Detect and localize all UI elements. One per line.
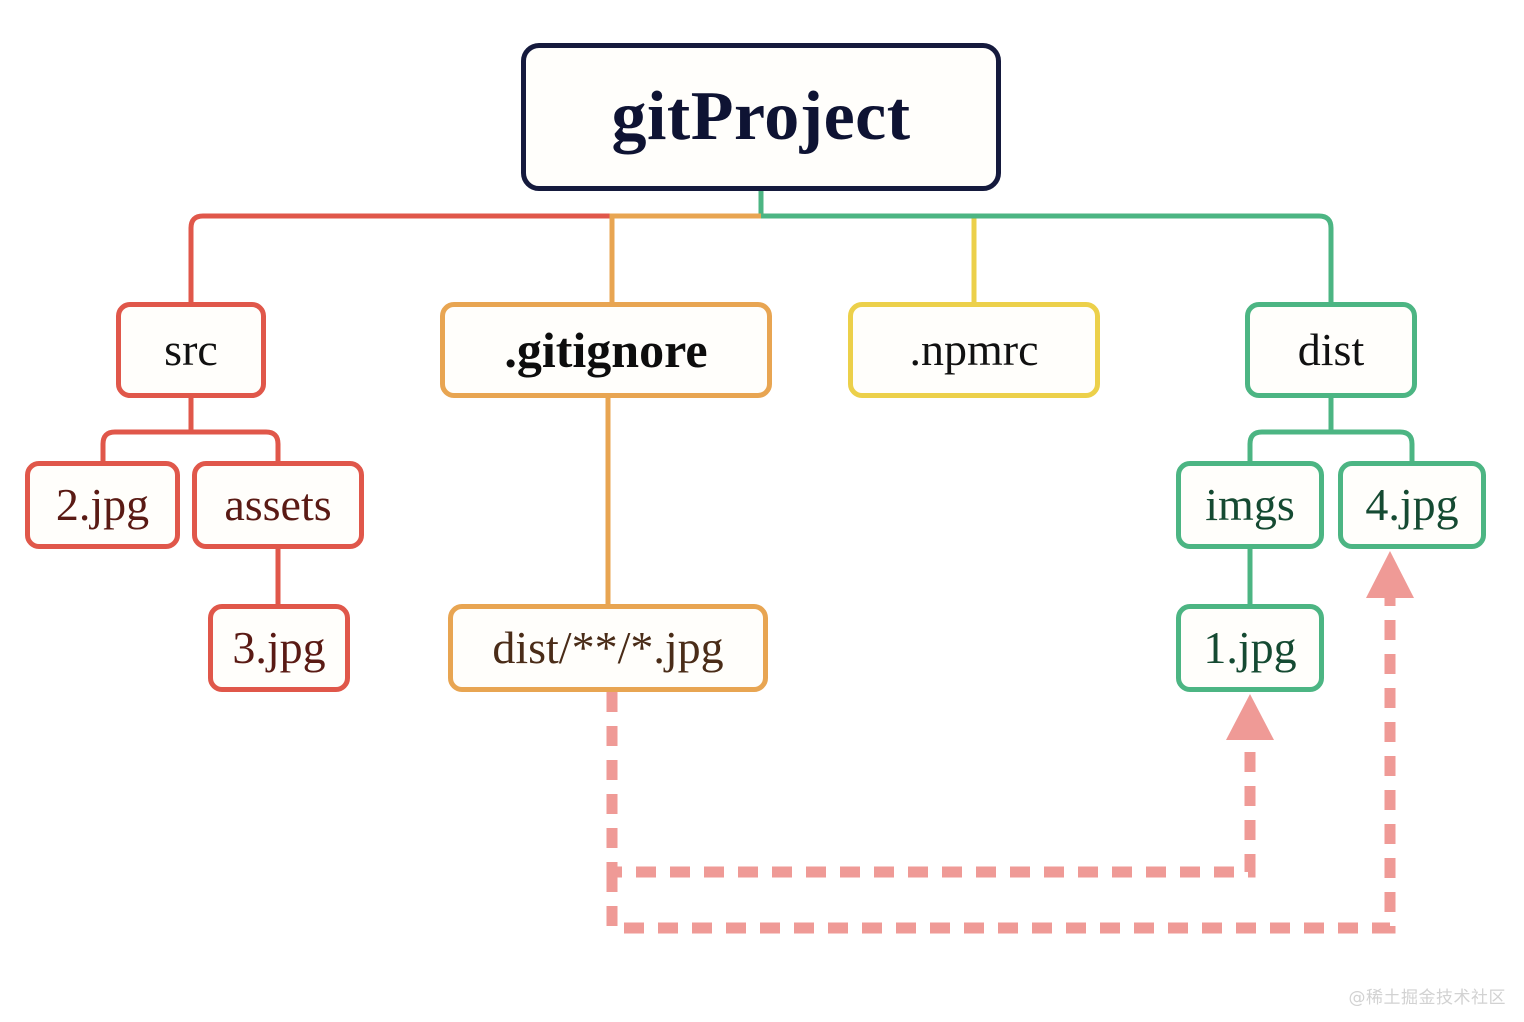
edge-distglob-to-1jpg [606, 692, 1256, 878]
node-gitproject[interactable]: gitProject [521, 43, 1001, 191]
node-label: dist/**/*.jpg [492, 622, 724, 673]
node-4-jpg[interactable]: 4.jpg [1338, 461, 1486, 549]
node-label: 3.jpg [232, 622, 326, 673]
node-gitignore[interactable]: .gitignore [440, 302, 772, 398]
edge-src-to-2jpg [100, 429, 191, 461]
node-label: .gitignore [504, 322, 708, 378]
node-label: 1.jpg [1203, 622, 1297, 673]
node-3-jpg[interactable]: 3.jpg [208, 604, 350, 692]
edge-root-to-dist [761, 213, 1334, 302]
node-1-jpg[interactable]: 1.jpg [1176, 604, 1324, 692]
node-label: .npmrc [909, 324, 1039, 375]
node-dist[interactable]: dist [1245, 302, 1417, 398]
node-npmrc[interactable]: .npmrc [848, 302, 1100, 398]
edge-root-to-gitignore [609, 213, 761, 302]
node-label: dist [1297, 324, 1365, 375]
watermark: @稀土掘金技术社区 [1348, 988, 1506, 1008]
node-label: 2.jpg [55, 479, 150, 530]
node-2-jpg[interactable]: 2.jpg [25, 461, 180, 549]
edge-dist-to-imgs [1247, 429, 1331, 461]
edge-root-to-src [188, 213, 612, 302]
node-assets[interactable]: assets [192, 461, 364, 549]
arrowhead-4jpg [1366, 551, 1414, 598]
node-src[interactable]: src [116, 302, 266, 398]
node-label: imgs [1205, 479, 1295, 530]
node-dist-glob-pattern[interactable]: dist/**/*.jpg [448, 604, 768, 692]
node-label: 4.jpg [1365, 479, 1459, 530]
node-label: src [164, 324, 218, 375]
node-label: gitProject [611, 78, 911, 155]
edge-src-to-assets [191, 429, 281, 461]
arrowhead-1jpg [1226, 694, 1274, 740]
node-imgs[interactable]: imgs [1176, 461, 1324, 549]
edge-dist-to-4jpg [1331, 429, 1415, 461]
node-label: assets [224, 479, 332, 530]
